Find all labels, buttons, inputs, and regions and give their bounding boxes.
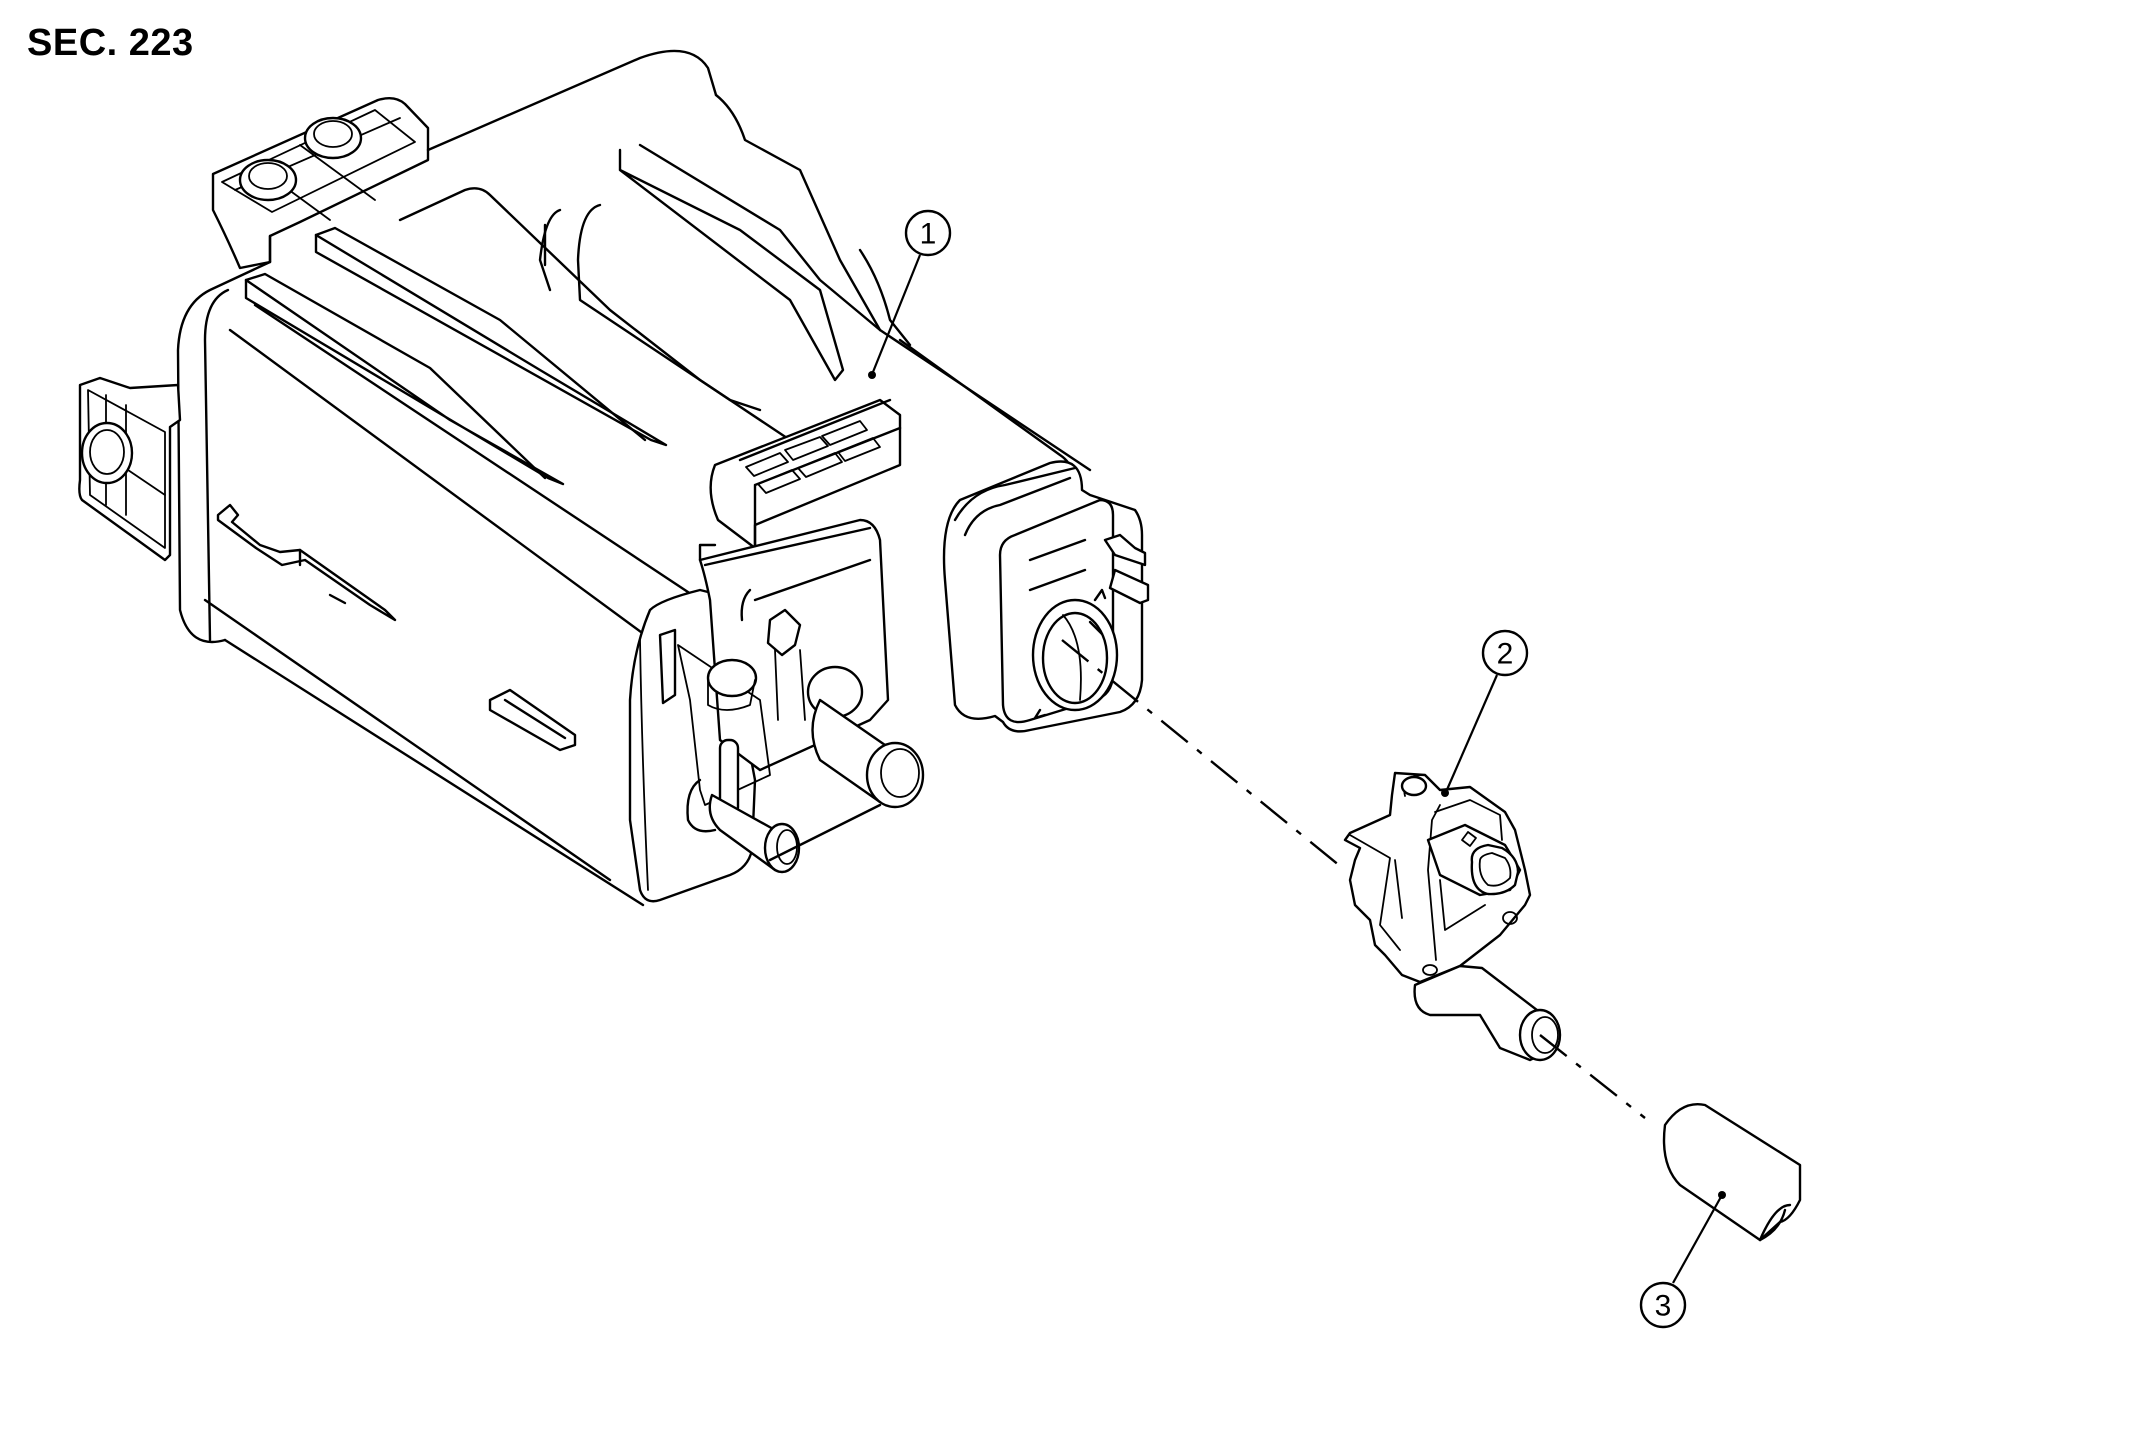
vent-port-housing bbox=[942, 460, 1150, 733]
top-mounting-bracket bbox=[211, 97, 430, 270]
top-ribs bbox=[244, 143, 1092, 486]
section-label: SEC. 223 bbox=[27, 22, 194, 64]
vent-control-valve bbox=[1343, 771, 1562, 1062]
assembly-line-2 bbox=[1539, 1034, 1646, 1119]
vent-grid-block bbox=[709, 398, 902, 550]
callout-2-label: 2 bbox=[1497, 638, 1514, 671]
callout-1: 1 bbox=[868, 209, 952, 379]
drain-port bbox=[686, 738, 801, 874]
callout-3: 3 bbox=[1639, 1191, 1726, 1329]
callout-2: 2 bbox=[1441, 629, 1529, 797]
assembly-line-1 bbox=[1061, 639, 1346, 871]
hose-clip bbox=[658, 608, 806, 806]
purge-port-pipe bbox=[768, 665, 925, 862]
hose bbox=[1662, 1103, 1802, 1242]
callout-3-label: 3 bbox=[1655, 1290, 1672, 1323]
evap-canister bbox=[78, 49, 1150, 907]
side-mount-tab bbox=[78, 376, 182, 562]
callout-1-label: 1 bbox=[920, 218, 937, 251]
